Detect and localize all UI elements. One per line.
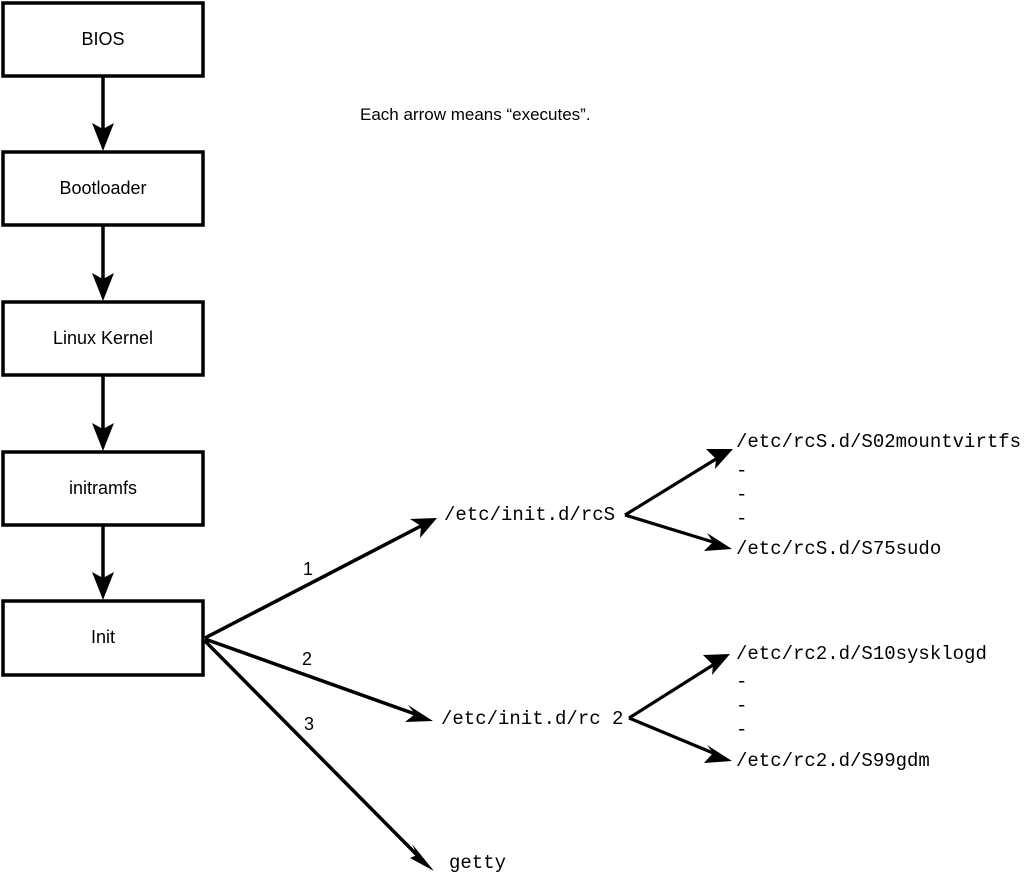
node-bootloader-rect — [1, 150, 205, 227]
rc2-ellipsis-dash-2: - — [736, 695, 747, 717]
node-init-rect — [1, 599, 205, 677]
node-bootloader-label: Bootloader — [59, 178, 146, 198]
rcs-ellipsis-dash-1: - — [736, 460, 747, 482]
node-bios-label: BIOS — [81, 29, 124, 49]
rc2-ellipsis-dash-1: - — [736, 671, 747, 693]
node-init[interactable]: Init — [1, 599, 205, 677]
node-bios[interactable]: BIOS — [1, 1, 205, 78]
rcs-ellipsis-dash-2: - — [736, 484, 747, 506]
arrow-init-to-rc2 — [204, 637, 433, 722]
rcs-ellipsis-dash-3: - — [736, 508, 747, 530]
arrow-rc2-to-last-script — [628, 716, 732, 763]
arrow-bootloader-to-kernel — [92, 225, 114, 301]
edge-label-3: 3 — [304, 714, 314, 734]
node-initramfs[interactable]: initramfs — [1, 450, 205, 527]
edge-label-2: 2 — [302, 649, 312, 669]
target-getty-label: getty — [449, 852, 506, 874]
edge-label-1: 1 — [303, 559, 313, 579]
rc2-ellipsis-dash-3: - — [736, 719, 747, 741]
node-bios-rect — [1, 1, 205, 78]
node-linux-kernel-label: Linux Kernel — [53, 328, 153, 348]
rcs-script-first: /etc/rcS.d/S02mountvirtfs — [736, 431, 1021, 453]
arrow-rcs-to-last-script — [624, 513, 732, 551]
arrow-kernel-to-initramfs — [92, 375, 114, 451]
rc2-script-first: /etc/rc2.d/S10sysklogd — [736, 643, 987, 665]
node-init-label: Init — [91, 627, 115, 647]
node-initramfs-rect — [1, 450, 205, 527]
node-initramfs-label: initramfs — [69, 478, 137, 498]
node-linux-kernel[interactable]: Linux Kernel — [1, 300, 205, 377]
arrow-initramfs-to-init — [92, 525, 114, 600]
target-rcs-label: /etc/init.d/rcS — [444, 504, 615, 526]
arrow-rcs-to-first-script — [624, 449, 733, 517]
arrow-bios-to-bootloader — [92, 76, 114, 151]
node-bootloader[interactable]: Bootloader — [1, 150, 205, 227]
diagram-note: Each arrow means “executes”. — [360, 105, 591, 124]
rcs-script-last: /etc/rcS.d/S75sudo — [736, 538, 941, 560]
target-rc2-label: /etc/init.d/rc 2 — [441, 708, 623, 730]
arrow-init-to-getty — [203, 639, 434, 871]
rc2-script-last: /etc/rc2.d/S99gdm — [736, 750, 930, 772]
arrow-rc2-to-first-script — [628, 654, 730, 720]
arrow-init-to-rcs — [204, 518, 437, 640]
